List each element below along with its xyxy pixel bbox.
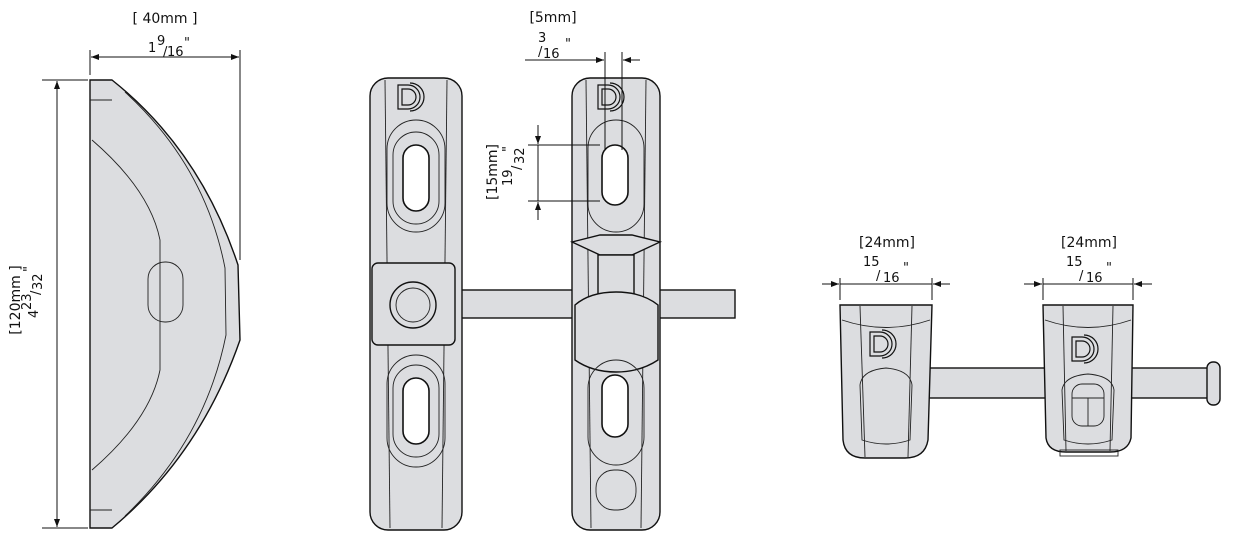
fraction-slash: /: [510, 165, 525, 170]
height-unit: ": [22, 266, 37, 272]
slot-unit: ": [501, 146, 516, 152]
gap-mm-label: [5mm]: [529, 10, 576, 26]
fraction-slash: /: [538, 45, 543, 60]
side-view: [89, 79, 241, 529]
width-right-unit: ": [1106, 261, 1112, 276]
height-mm-label: [120mm ]: [8, 265, 24, 334]
front-view-left: [369, 77, 736, 531]
fraction-slash: /: [29, 290, 44, 295]
dimension-slot: [15mm] 19 / 32 ": [485, 125, 600, 220]
dimension-depth: [ 40mm ] 1 9 / 16 ": [89, 11, 241, 260]
depth-unit: ": [184, 36, 190, 51]
width-left-numerator: 15: [863, 255, 880, 270]
slot-numerator: 19: [501, 169, 516, 186]
slot-denominator: 32: [513, 147, 528, 164]
width-left-unit: ": [903, 261, 909, 276]
gap-numerator: 3: [538, 31, 546, 46]
width-right-mm-label: [24mm]: [1061, 235, 1117, 251]
fraction-slash: /: [1079, 269, 1084, 284]
front-view-right: [569, 77, 663, 531]
dimension-height: [120mm ] 4 23 / 32 ": [8, 79, 88, 529]
depth-whole: 1: [148, 41, 156, 56]
width-left-denominator: 16: [883, 271, 900, 286]
fraction-slash: /: [163, 45, 168, 60]
dimension-width-left: [24mm] 15 / 16 ": [822, 235, 950, 300]
height-numerator: 23: [20, 293, 35, 310]
height-denominator: 32: [31, 273, 46, 290]
depth-denominator: 16: [167, 45, 184, 60]
width-left-mm-label: [24mm]: [859, 235, 915, 251]
width-right-denominator: 16: [1086, 271, 1103, 286]
gap-denominator: 16: [543, 47, 560, 62]
width-right-numerator: 15: [1066, 255, 1083, 270]
depth-numerator: 9: [157, 34, 165, 49]
dimension-width-right: [24mm] 15 / 16 ": [1024, 235, 1152, 300]
depth-mm-label: [ 40mm ]: [133, 11, 198, 27]
height-whole: 4: [27, 310, 42, 318]
top-view-right: [1042, 304, 1221, 457]
dimension-gap: [5mm] 3 / 16 ": [525, 10, 640, 150]
gap-unit: ": [565, 37, 571, 52]
top-view-left: [839, 304, 1051, 459]
slot-mm-label: [15mm]: [485, 144, 501, 200]
fraction-slash: /: [876, 269, 881, 284]
